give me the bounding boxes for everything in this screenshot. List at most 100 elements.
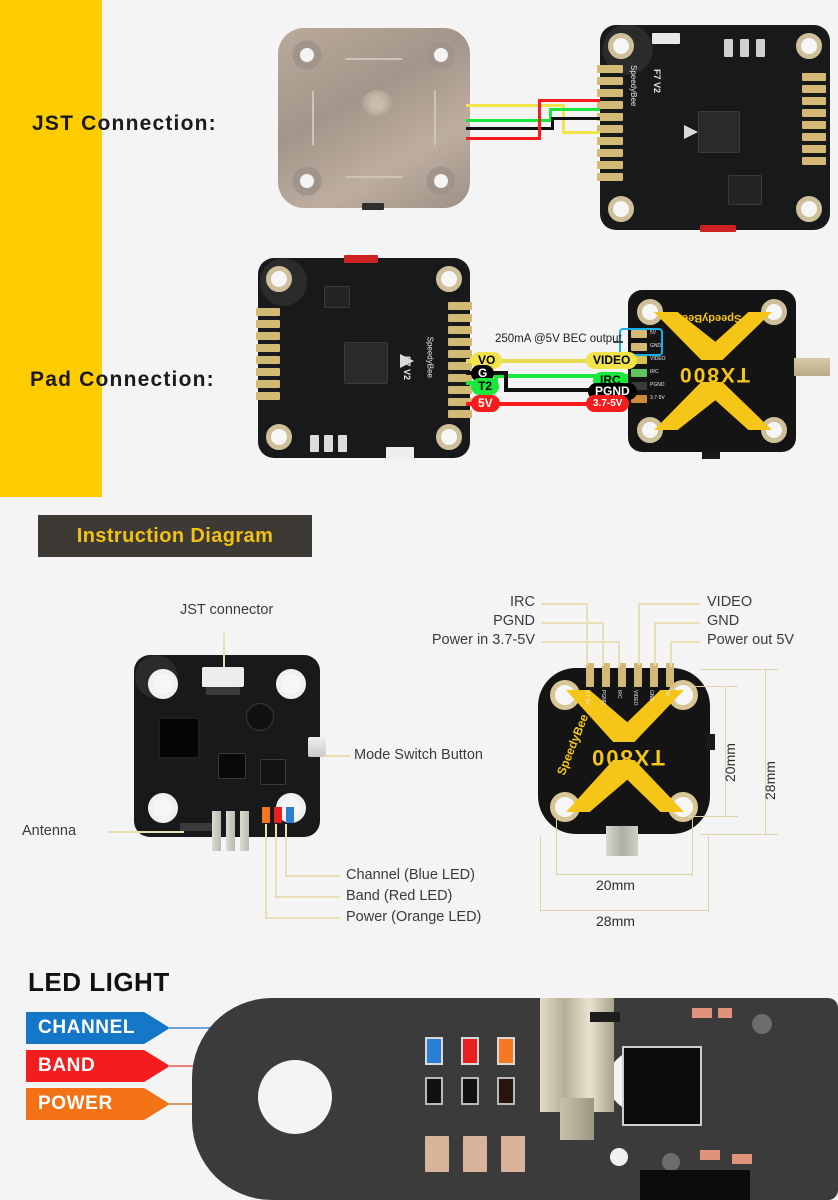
irc-leader-h — [541, 603, 587, 605]
vtx-silk-video: VIDEO — [650, 356, 666, 362]
label-video: VIDEO — [707, 594, 753, 610]
dim-v-inner-bot-ext — [688, 816, 738, 818]
led-band-part — [274, 807, 282, 823]
label-gnd: GND — [707, 613, 740, 629]
instruction-diagram-banner: Instruction Diagram — [38, 515, 312, 557]
bec-note: 250mA @5V BEC output — [495, 333, 622, 345]
pgnd-leader-h — [541, 622, 603, 624]
label-power-out: Power out 5V — [707, 632, 795, 648]
vtx-silk-5v: 5V — [650, 330, 657, 336]
dim-v-outer-line — [765, 669, 767, 834]
dim-silk-5v: 5V — [664, 690, 670, 697]
band-led-leader-h — [275, 896, 340, 898]
dim-silk-pgnd: PGND — [600, 690, 606, 705]
vtx-board-tx800: SpeedyBee TX800 5V GND VIDEO IRC PGND 3.… — [628, 290, 830, 459]
power-led-leader-h — [265, 917, 340, 919]
dim-width-inner: 20mm — [596, 877, 635, 893]
label-antenna: Antenna — [22, 823, 77, 839]
dim-silk-37v: 3.7-5V — [584, 690, 590, 705]
label-power-in: Power in 3.7-5V — [431, 632, 535, 648]
pad-wire-video — [466, 359, 626, 363]
jst-wire-irc-rise — [549, 108, 552, 122]
fc-padlabel-g: G — [471, 365, 495, 382]
yellow-accent-band — [0, 0, 102, 497]
jst-wire-power-rise — [538, 99, 541, 140]
vtx-pad-irc — [631, 369, 647, 377]
dim-v-outer-top-ext — [700, 669, 778, 671]
led-flag-band: BAND — [26, 1050, 170, 1082]
jst-wire-irc — [466, 119, 551, 122]
vtx-board-top-view — [134, 655, 326, 851]
vtx-pad-video — [631, 356, 647, 364]
label-pgnd: PGND — [493, 613, 535, 629]
vtx-silk-pgnd: PGND — [650, 382, 665, 388]
dim-v-outer-bot-ext — [700, 834, 778, 836]
jst-wire-video — [466, 104, 564, 107]
bec-leader — [613, 341, 623, 343]
pad-wire-irc-2 — [494, 374, 628, 378]
vtx-brand-text: SpeedyBee — [682, 312, 742, 324]
led-channel-part — [286, 807, 294, 823]
dim-silk-irc: IRC — [616, 690, 622, 699]
pad-wire-power — [466, 402, 628, 406]
mode-switch-leader — [324, 755, 350, 757]
jst-wire-video-end — [562, 131, 600, 134]
powerout-leader-v — [670, 641, 672, 667]
powerin-leader-h — [541, 641, 619, 643]
antenna-leader — [108, 831, 184, 833]
powerout-leader-h — [670, 641, 700, 643]
channel-led-leader-v — [285, 824, 287, 876]
dim-width-outer: 28mm — [596, 913, 635, 929]
label-power-led: Power (Orange LED) — [346, 909, 482, 925]
label-band-led: Band (Red LED) — [346, 888, 453, 904]
dim-h-outer-right-ext — [708, 836, 710, 912]
flight-controller-board-bottom: SpeedyBee F7 V2 — [256, 255, 472, 459]
label-irc: IRC — [510, 594, 535, 610]
mode-switch-button-part — [308, 737, 326, 757]
powerin-leader-v — [618, 641, 620, 667]
dim-silk-gnd: GND — [648, 690, 654, 702]
jst-connection-caption: JST Connection: — [32, 112, 217, 135]
led-board-closeup — [192, 998, 838, 1200]
pgnd-leader-v — [602, 622, 604, 666]
vtx-padlabel-video: VIDEO — [586, 352, 638, 369]
dim-h-inner-left-ext — [556, 818, 558, 876]
vtx-pad-5v — [631, 330, 647, 338]
power-led-leader-v — [265, 824, 267, 918]
dim-height-inner: 20mm — [722, 743, 738, 782]
dim-h-inner-line — [556, 874, 692, 876]
band-led-leader-v — [275, 824, 277, 897]
mode-switch-nub — [706, 734, 715, 750]
vtx-pad-gnd — [631, 343, 647, 351]
pad-connection-caption: Pad Connection: — [30, 368, 215, 391]
label-mode-switch-button: Mode Switch Button — [354, 747, 483, 763]
jst-wire-irc-end — [549, 108, 600, 111]
vtx-pad-pgnd — [631, 382, 647, 390]
jst-wire-power — [466, 137, 540, 140]
vtx-padlabel-37v: 3.7-5V — [586, 395, 630, 412]
vtx-pad-37v — [631, 395, 647, 403]
gnd-leader-h — [654, 622, 700, 624]
vtx-silk-irc: IRC — [650, 369, 659, 375]
channel-led-leader-h — [285, 875, 340, 877]
fc-padlabel-vo: VO — [471, 352, 503, 369]
led-flag-channel: CHANNEL — [26, 1012, 170, 1044]
video-leader-h — [638, 603, 700, 605]
led-power-part — [262, 807, 270, 823]
jst-connector-part — [202, 667, 244, 687]
pad-wire-gnd-2 — [504, 388, 628, 392]
vtx-board-dimensioned: SpeedyBee TX800 3.7-5V PGND IRC VIDEO GN… — [538, 663, 715, 856]
label-channel-led: Channel (Blue LED) — [346, 867, 475, 883]
pad-wire-gnd-v — [504, 371, 508, 391]
gnd-leader-v — [654, 622, 656, 666]
video-leader-v — [638, 603, 640, 665]
irc-leader-v — [586, 603, 588, 665]
fc-brand-silk-2: SpeedyBee — [425, 336, 434, 378]
led-power-closeup — [497, 1037, 515, 1065]
label-jst-connector: JST connector — [180, 602, 274, 618]
dim-h-outer-left-ext — [540, 836, 542, 912]
vtx-silk-37v: 3.7-5V — [650, 395, 665, 401]
antenna-stub — [606, 826, 638, 856]
dim-v-inner-top-ext — [688, 686, 738, 688]
